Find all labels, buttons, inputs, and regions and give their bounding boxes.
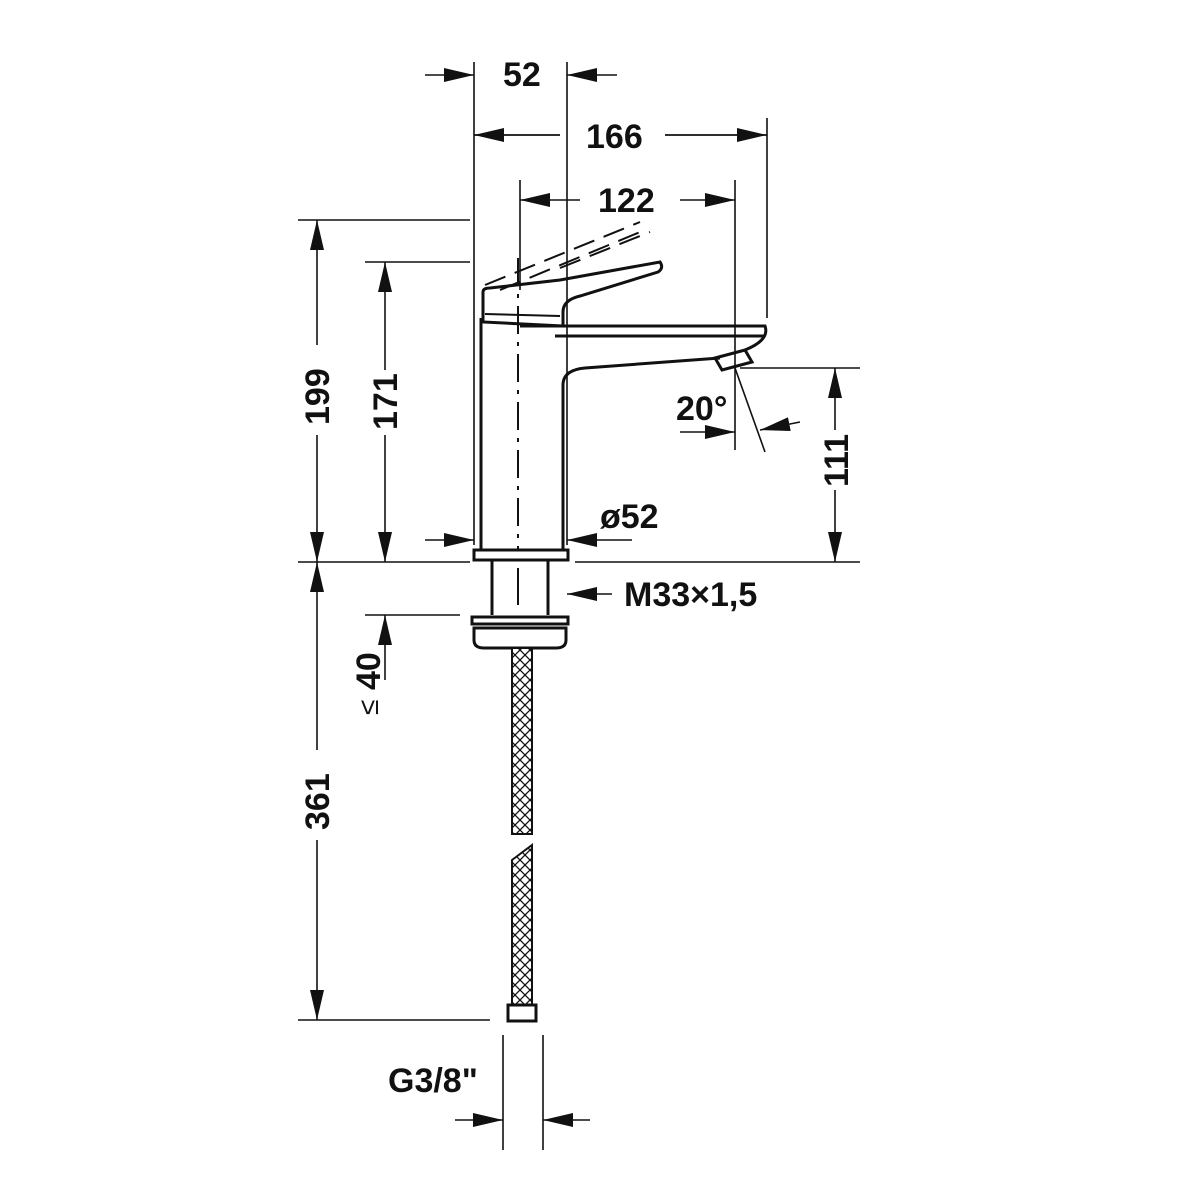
dim-deck-thickness: 40	[350, 652, 388, 690]
dim-lever-height: 171	[367, 373, 405, 430]
extension-lines	[298, 62, 860, 1150]
hose-lower	[511, 843, 533, 1006]
dim-body-diameter: ø52	[600, 498, 659, 536]
hose-fitting	[506, 1003, 538, 1023]
hose-upper	[511, 647, 533, 835]
dim-total-depth: 166	[586, 118, 643, 156]
dimension-lines	[310, 68, 842, 1127]
dim-spout-angle: 20°	[676, 390, 727, 428]
dim-total-height: 199	[299, 368, 337, 425]
dim-hose-length: 361	[299, 773, 337, 830]
dim-deck-symbol: ≤	[353, 700, 384, 715]
dim-spout-projection: 122	[598, 182, 655, 220]
dim-spout-height: 111	[818, 434, 856, 487]
dim-lever-offset: 52	[503, 56, 541, 94]
dim-thread: M33×1,5	[624, 576, 757, 614]
dim-hose-connection: G3/8"	[388, 1062, 478, 1100]
faucet-outline	[470, 221, 768, 1023]
